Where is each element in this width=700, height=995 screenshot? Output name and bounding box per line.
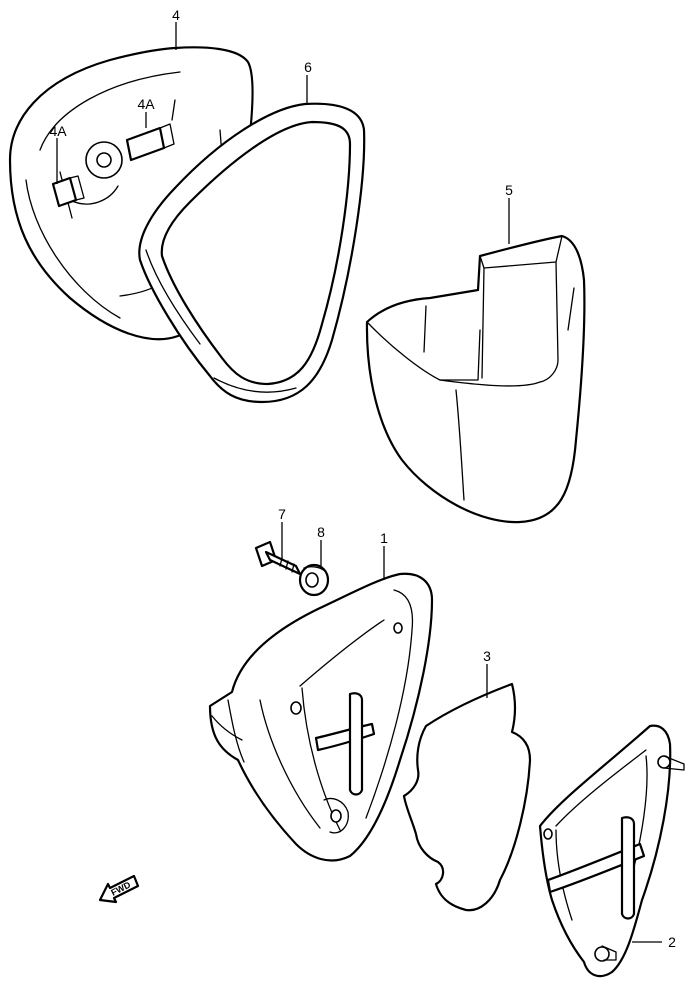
grommet-center-icon: [96, 152, 112, 168]
callout-8: 8: [317, 524, 325, 540]
callout-7: 7: [278, 506, 286, 522]
callout-4: 4: [172, 7, 180, 23]
callout-6: 6: [304, 59, 312, 75]
part-4a-pad-left[interactable]: [51, 175, 85, 208]
callout-1: 1: [380, 530, 388, 546]
part-2-inner-plate[interactable]: [538, 724, 685, 978]
leader-lines: [56, 22, 662, 943]
part-1-side-cover-frame[interactable]: [208, 572, 434, 862]
callout-4a-left: 4A: [49, 123, 67, 139]
mount-hole-icon: [290, 701, 302, 715]
callout-2: 2: [668, 934, 676, 950]
mount-stud-icon: [594, 946, 610, 962]
fwd-arrow-icon: FWD: [98, 874, 140, 904]
part-6-rim-trim[interactable]: [138, 102, 366, 404]
callout-5: 5: [505, 182, 513, 198]
part-5-box-cover[interactable]: [365, 234, 586, 524]
part-4a-pad-right[interactable]: [125, 123, 175, 162]
mount-hole-icon: [330, 809, 342, 823]
mount-hole-icon: [393, 622, 403, 634]
part-3-gasket[interactable]: [402, 682, 532, 912]
part-8-grommet[interactable]: [298, 563, 330, 597]
part-7-bolt[interactable]: [254, 540, 302, 576]
callout-4a-right: 4A: [137, 96, 155, 112]
callout-3: 3: [483, 648, 491, 664]
mount-hole-icon: [543, 828, 553, 840]
